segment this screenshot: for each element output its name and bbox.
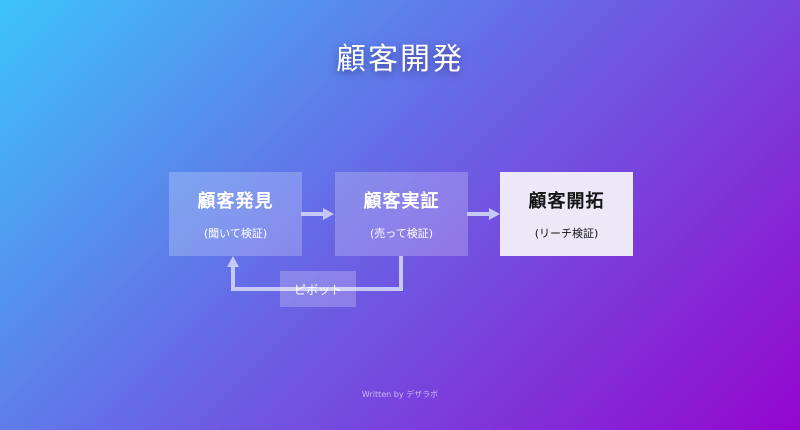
diagram-title: 顧客開発 [336, 42, 464, 77]
arrowhead-up [227, 256, 239, 267]
step-sublabel: (リーチ検証) [534, 227, 599, 240]
arrowhead-right [489, 208, 500, 220]
pivot-label: ピボット [280, 271, 356, 307]
footer-credit: Written by デザラボ [361, 390, 439, 399]
step-sublabel: (売って検証) [369, 227, 434, 240]
step-label: 顧客発見 [197, 191, 274, 212]
pivot-loop-line [231, 256, 403, 291]
arrowhead-right [323, 208, 334, 220]
step-sublabel: (聞いて検証) [203, 227, 268, 240]
step-label: 顧客実証 [363, 191, 440, 212]
step-customer-discovery: 顧客発見 (聞いて検証) [169, 172, 302, 256]
step-label: 顧客開拓 [528, 191, 605, 212]
step-customer-creation: 顧客開拓 (リーチ検証) [500, 172, 633, 256]
step-customer-validation: 顧客実証 (売って検証) [335, 172, 468, 256]
